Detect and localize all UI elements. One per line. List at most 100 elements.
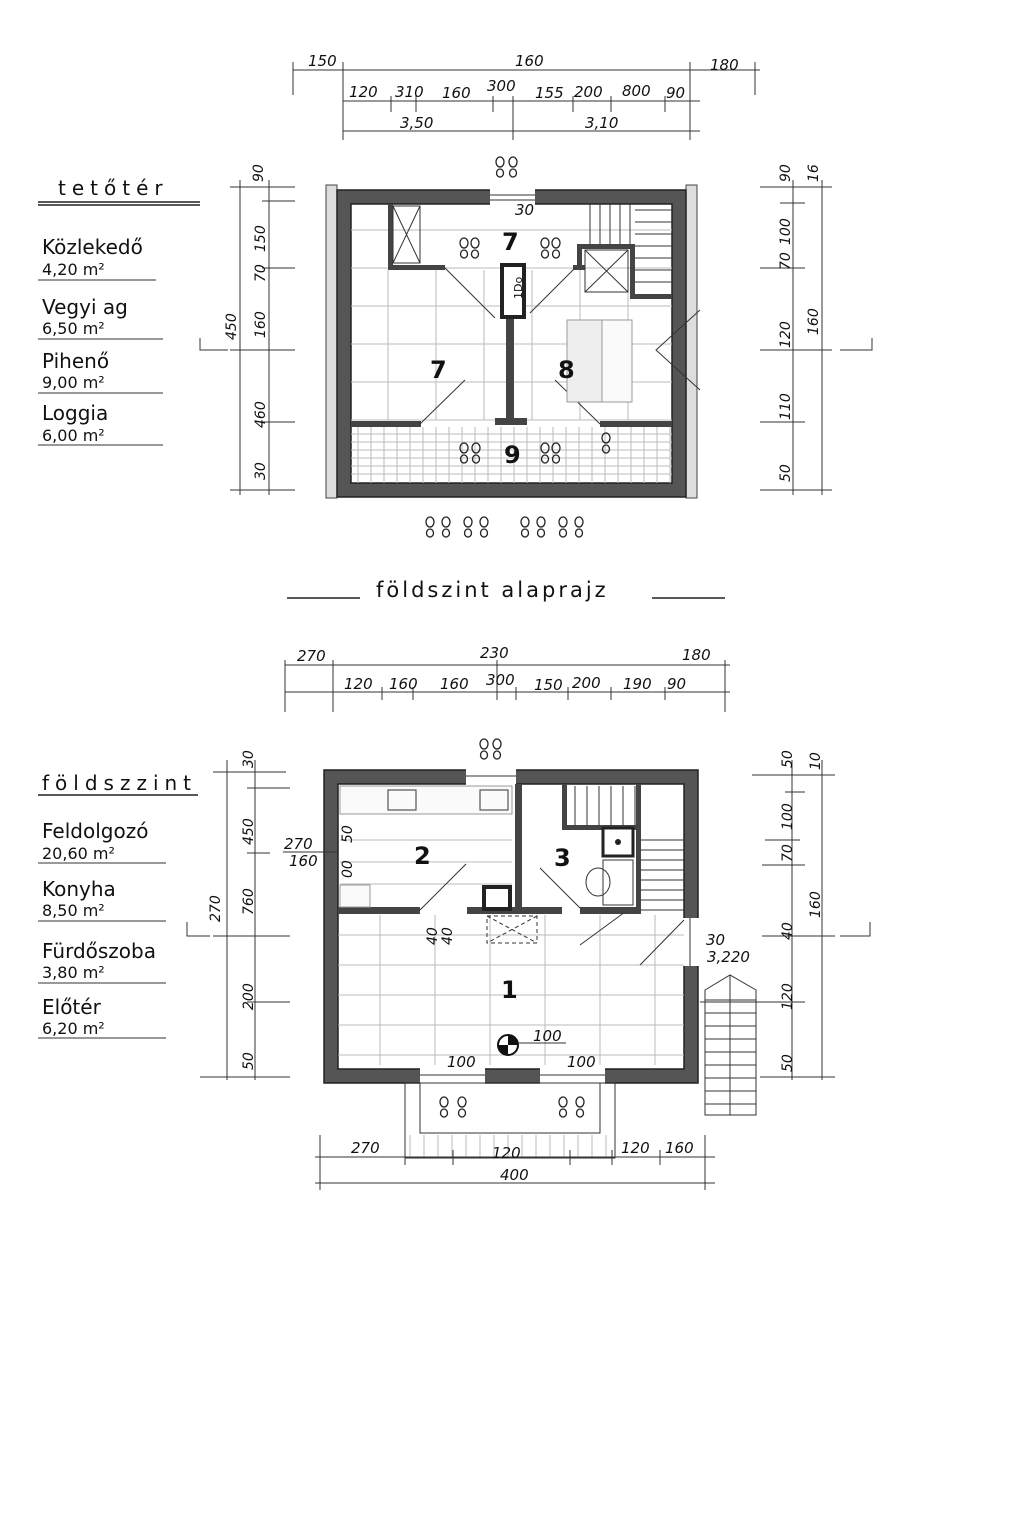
entrance-porch bbox=[404, 1082, 616, 1159]
footprint-icon bbox=[574, 528, 584, 538]
upper-right-dimensions: 90 16 100 70 120 160 110 50 bbox=[760, 164, 873, 495]
dim-label: 160 bbox=[808, 891, 824, 918]
dim-label: 400 bbox=[500, 1166, 529, 1184]
dim-label: 3,10 bbox=[585, 114, 618, 132]
footprint-icon bbox=[459, 237, 469, 249]
ground-floor-plan-heading: földszint alaprajz bbox=[376, 578, 609, 602]
dim-label: 300 bbox=[487, 77, 516, 95]
dim-label: 40 bbox=[780, 922, 796, 940]
door-note: 30 bbox=[515, 201, 534, 219]
footprint-icon bbox=[459, 454, 469, 464]
footprint-icon bbox=[439, 1108, 449, 1118]
legend-room-name: Konyha bbox=[42, 877, 116, 901]
dim-label: 150 bbox=[308, 52, 337, 70]
door-width-note: 100 bbox=[447, 1053, 476, 1071]
dim-label: 200 bbox=[572, 674, 601, 692]
room-number: 1 bbox=[501, 976, 518, 1004]
dim-label: 50 bbox=[778, 464, 794, 482]
legend-room-name: Loggia bbox=[42, 401, 108, 425]
dim-label: 70 bbox=[778, 252, 794, 270]
ground-bottom-dimensions: 270 120 120 160 400 bbox=[315, 1135, 715, 1190]
dim-label: 70 bbox=[780, 844, 796, 862]
footprint-icon bbox=[457, 1108, 467, 1118]
legend-room-name: Feldolgozó bbox=[42, 819, 148, 843]
dim-label: 160 bbox=[253, 311, 269, 338]
dim-label: 150 bbox=[534, 676, 563, 694]
dim-label: 90 bbox=[667, 675, 686, 693]
footprint-icon bbox=[457, 1096, 467, 1108]
dim-label: 3,50 bbox=[400, 114, 433, 132]
footprint-icon bbox=[558, 528, 568, 538]
dim-label: 100 bbox=[778, 218, 794, 245]
dim-label: 160 bbox=[440, 675, 469, 693]
dim-label: 180 bbox=[682, 646, 711, 664]
level-note: 100 bbox=[533, 1027, 562, 1045]
upper-floor-plan: 1Do 7 7 8 9 30 bbox=[325, 184, 701, 499]
dim-label: 160 bbox=[389, 675, 418, 693]
footprint-icon bbox=[558, 1096, 568, 1108]
footprint-icon bbox=[471, 454, 481, 464]
footprint-icon bbox=[463, 516, 473, 528]
legend-room-name: Vegyi ag bbox=[42, 295, 128, 319]
dim-label: 270 bbox=[208, 895, 224, 922]
dim-label: 160 bbox=[665, 1139, 694, 1157]
footprint-icon bbox=[540, 442, 550, 454]
footprint-icon bbox=[551, 237, 561, 249]
dim-label: 760 bbox=[241, 888, 257, 915]
footprint-icon bbox=[441, 516, 451, 528]
footprint-icon bbox=[425, 516, 435, 528]
legend-room-name: Előtér bbox=[42, 995, 102, 1019]
window-note: 160 bbox=[289, 852, 318, 870]
dim-label: 230 bbox=[480, 644, 509, 662]
room-number: 3 bbox=[554, 844, 571, 872]
ground-right-dimensions: 50 10 100 70 160 40 120 50 bbox=[700, 750, 871, 1080]
section-title: földszint alaprajz bbox=[287, 578, 725, 602]
wall-note: 40 bbox=[425, 927, 441, 945]
upper-plan-title: tetőtér bbox=[58, 176, 169, 200]
room-number: 7 bbox=[430, 356, 447, 384]
footprint-icon bbox=[551, 454, 561, 464]
dim-label: 90 bbox=[251, 164, 267, 182]
wall-note: 00 bbox=[340, 860, 356, 878]
dim-label: 50 bbox=[241, 1052, 257, 1070]
window-note: 270 bbox=[284, 835, 313, 853]
footprint-icon bbox=[601, 444, 611, 454]
footprint-icon bbox=[508, 156, 518, 168]
ground-top-dimensions: 270 230 180 120 160 160 300 150 200 190 … bbox=[284, 644, 730, 712]
footprint-icon bbox=[495, 156, 505, 168]
upper-left-dimensions: 90 150 70 160 450 460 30 bbox=[199, 164, 295, 495]
room-number: 2 bbox=[414, 842, 431, 870]
dim-label: 90 bbox=[666, 84, 685, 102]
dim-label: 270 bbox=[297, 647, 326, 665]
footprint-symbols bbox=[425, 156, 611, 1118]
dim-label: 150 bbox=[253, 225, 269, 252]
footprint-icon bbox=[425, 528, 435, 538]
external-stair bbox=[704, 974, 757, 1116]
footprint-icon bbox=[558, 516, 568, 528]
footprint-icon bbox=[463, 528, 473, 538]
dim-label: 120 bbox=[349, 83, 378, 101]
footprint-icon bbox=[540, 454, 550, 464]
dim-label: 100 bbox=[780, 803, 796, 830]
dim-label: 30 bbox=[241, 750, 257, 768]
dim-label: 120 bbox=[778, 321, 794, 348]
footprint-icon bbox=[459, 442, 469, 454]
dim-label: 10 bbox=[808, 752, 824, 770]
footprint-icon bbox=[558, 1108, 568, 1118]
footprint-icon bbox=[492, 750, 502, 760]
dim-label: 160 bbox=[442, 84, 471, 102]
footprint-icon bbox=[492, 738, 502, 750]
legend-room-area: 6,50 m² bbox=[42, 319, 105, 338]
footprint-icon bbox=[551, 442, 561, 454]
footprint-icon bbox=[479, 738, 489, 750]
legend-room-name: Pihenő bbox=[42, 349, 109, 373]
footprint-icon bbox=[540, 249, 550, 259]
footprint-icon bbox=[508, 168, 518, 178]
footprint-icon bbox=[459, 249, 469, 259]
dim-label: 270 bbox=[351, 1139, 380, 1157]
dim-label: 800 bbox=[622, 82, 651, 100]
legend-room-name: Fürdőszoba bbox=[42, 939, 156, 963]
legend-room-area: 4,20 m² bbox=[42, 260, 105, 279]
dim-label: 450 bbox=[224, 313, 240, 340]
